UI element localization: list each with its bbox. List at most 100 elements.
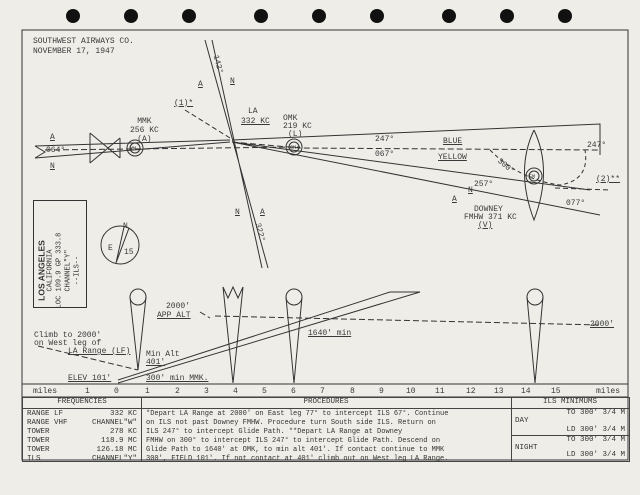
ils-course-east	[231, 141, 601, 151]
procedure-turn	[489, 149, 587, 186]
sector-a-label: A	[50, 133, 55, 142]
fm-profile-marker	[526, 288, 544, 306]
blue-label: BLUE	[443, 137, 463, 146]
bearing-077: 077°	[566, 199, 586, 208]
climb-note-2: on West leg of	[34, 339, 102, 348]
procedure-line: *Depart LA Range at 2000' on East leg 77…	[146, 410, 449, 418]
downey-freq: FMHW 371 KC	[464, 213, 517, 222]
loc-gp-freq: LOC 109.9 GP 333.8	[55, 232, 64, 309]
west-leg-arrow	[34, 145, 46, 159]
company-name: SOUTHWEST AIRWAYS CO.	[33, 37, 134, 46]
scale-tick: 14	[521, 387, 531, 396]
approach-type: --ILS--	[73, 255, 82, 286]
scale-tick: 12	[466, 387, 476, 396]
binder-hole	[254, 9, 268, 23]
binder-hole	[124, 9, 138, 23]
procedure-line: on ILS not past Downey FMHW. Procedure t…	[146, 419, 436, 427]
city-name: LOS ANGELES	[36, 240, 47, 301]
scale-tick: 10	[406, 387, 416, 396]
binder-hole	[442, 9, 456, 23]
climb-note-3: LA Range (LF)	[68, 347, 131, 356]
binder-hole	[370, 9, 384, 23]
chart-date: NOVEMBER 17, 1947	[33, 47, 115, 56]
scale-tick: 8	[350, 387, 355, 396]
climb-note: Climb to 2000'	[34, 331, 102, 340]
scale-tick: 7	[320, 387, 325, 396]
scale-tick: 15	[551, 387, 561, 396]
scale-tick: 9	[379, 387, 384, 396]
state-name: CALIFORNIA	[46, 249, 55, 292]
altitude-2000-right: 2000'	[590, 320, 615, 329]
note2-track	[554, 187, 611, 191]
min-1640: 1640' min	[308, 329, 352, 338]
climb-track	[37, 345, 139, 371]
bearing-247: 247°	[375, 135, 395, 144]
field-elevation: ELEV 101'	[68, 374, 112, 383]
downey-fan-marker	[524, 129, 544, 222]
scale-unit: miles	[33, 387, 58, 396]
omk-name: OMK	[283, 114, 298, 123]
yellow-label: YELLOW	[438, 153, 467, 162]
bearing-257: 257°	[474, 180, 494, 189]
scale-tick: 0	[114, 387, 119, 396]
binder-hole	[66, 9, 80, 23]
mmk-symbol: MM	[130, 146, 137, 152]
procedure-line: ILS 247° to intercept Glide Path. **Depa…	[146, 428, 403, 436]
binder-hole	[558, 9, 572, 23]
note1-track	[184, 109, 231, 139]
scale-tick: 5	[262, 387, 267, 396]
scale-unit: miles	[596, 387, 621, 396]
scale-tick: 13	[494, 387, 504, 396]
scale-tick: 3	[204, 387, 209, 396]
binder-hole	[500, 9, 514, 23]
sector-n-label: N	[235, 208, 240, 217]
note1-label: (1)*	[174, 99, 194, 108]
scale-tick: 1	[85, 387, 90, 396]
minimums-column: ILS MINIMUMS TO 300' 3/4 M DAY LD 300' 3…	[511, 398, 629, 461]
compass-north: N	[123, 222, 128, 231]
scale-tick: 11	[435, 387, 445, 396]
frequencies-header: FREQUENCIES	[23, 398, 141, 409]
min-alt-value: 401'	[146, 358, 166, 367]
bearing-067: 067°	[375, 150, 395, 159]
east-range-legs	[231, 123, 601, 216]
bearing-064: 064°	[46, 146, 66, 155]
app-alt-value: 2000'	[166, 302, 191, 311]
sector-n-label: N	[230, 77, 235, 86]
app-alt-label: APP ALT	[157, 311, 191, 320]
downey-name: DOWNEY	[474, 205, 503, 214]
sector-a-label: A	[452, 195, 457, 204]
bearing-247-turn: 247°	[587, 141, 607, 150]
glide-path	[117, 291, 421, 384]
sector-a-label: A	[260, 208, 265, 217]
note2-label: (2)**	[596, 175, 621, 184]
scale-tick: 1	[145, 387, 150, 396]
omk-symbol: OM	[290, 145, 297, 151]
compass-needle	[115, 226, 130, 264]
approach-altitude-line	[199, 311, 601, 326]
location-info-box: LOS ANGELES CALIFORNIA LOC 109.9 GP 333.…	[33, 200, 87, 308]
binder-hole	[182, 9, 196, 23]
runway-marker	[89, 132, 121, 164]
binder-hole	[312, 9, 326, 23]
minimums-day: TO 300' 3/4 M DAY LD 300' 3/4 M	[511, 409, 629, 436]
omk-marker	[285, 138, 303, 156]
north-south-range-leg	[204, 39, 269, 269]
minimums-night: TO 300' 3/4 M NIGHT LD 300' 3/4 M	[515, 436, 625, 459]
scale-tick: 2	[175, 387, 180, 396]
downey-marker	[525, 167, 543, 185]
mmk-profile-marker	[129, 288, 147, 306]
mmk-label: MMK 256 KC (A)	[130, 117, 159, 144]
procedure-line: Glide Path to 1640' at OMK, to min alt 4…	[146, 446, 445, 454]
min-mmk: 300' min MMK.	[146, 374, 209, 383]
sector-n-label: N	[50, 162, 55, 171]
